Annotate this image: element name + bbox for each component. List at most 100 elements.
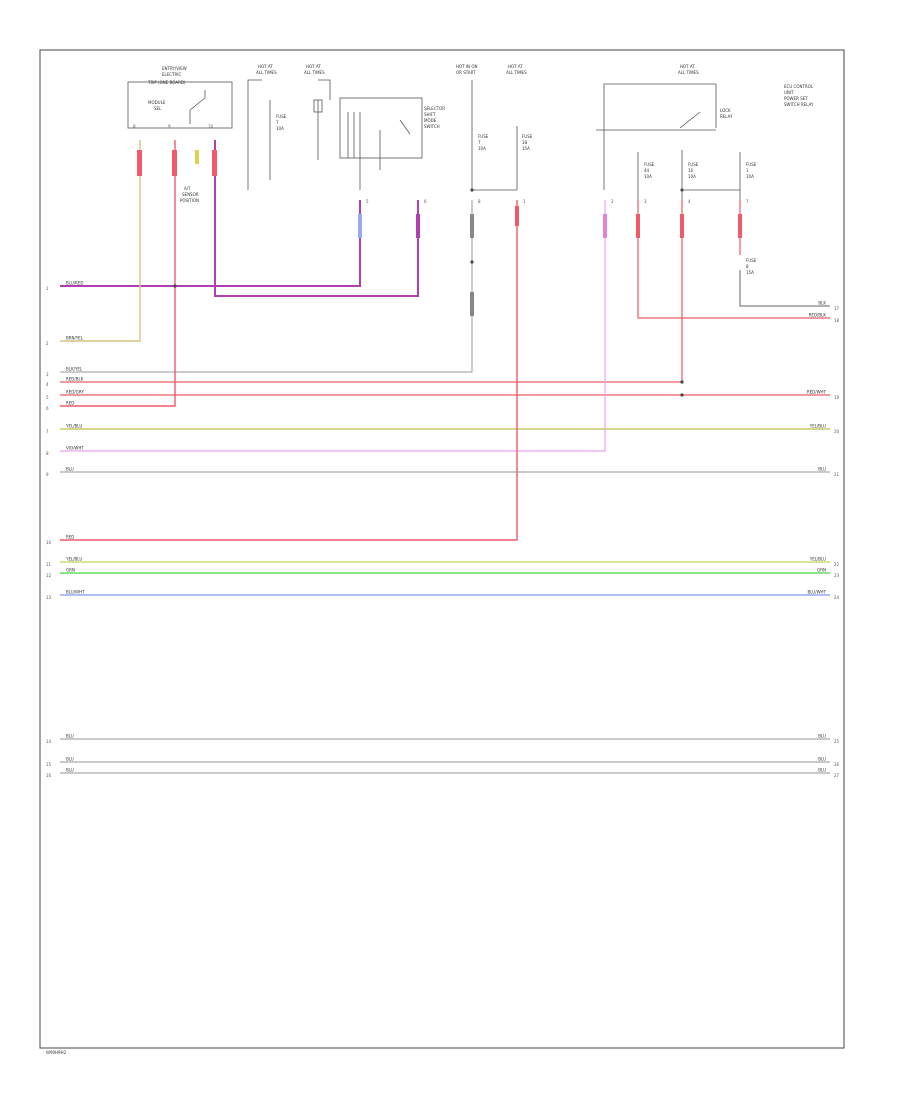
right-wire-color-label: RED/WHT xyxy=(807,390,827,395)
left-wire-color-label: GRN xyxy=(66,568,75,573)
right-wire-color-label: BLK xyxy=(818,301,826,306)
fuse-symbol xyxy=(313,99,323,113)
component-fuse-group-1: HOT AT ALL TIMES HOT AT ALL TIMES FUSE 7… xyxy=(247,64,331,190)
drop-pin-label: 4 xyxy=(688,199,691,204)
right-wire-color-label: YEL/BLU xyxy=(809,424,826,429)
bus-line xyxy=(471,80,518,191)
left-pin-number: 2 xyxy=(46,341,49,346)
fuse-f1-b: 7 xyxy=(276,120,279,125)
stripe-mark xyxy=(416,214,420,238)
fuse-f6-a: FUSE xyxy=(688,162,699,167)
wire-blk-right xyxy=(739,270,830,307)
left-wire-color-label: BLU/RED xyxy=(66,281,83,286)
component-c7-line2: OR START xyxy=(456,70,476,75)
stripe-mark xyxy=(470,292,474,316)
right-wire-labels: BLK17RED/BLK18RED/WHT19YEL/BLU20BLU21YEL… xyxy=(807,301,840,779)
stripe-mark xyxy=(515,206,519,226)
left-pin-number: 6 xyxy=(46,406,49,411)
fuse-f5-a: FUSE xyxy=(644,162,655,167)
diagram-border xyxy=(39,49,845,1049)
component-c2-line1: MODULE xyxy=(148,100,166,105)
drop-pin-label: 2 xyxy=(611,199,614,204)
fuse-f1-c: 10A xyxy=(276,126,284,131)
left-wire-color-label: BRN/YEL xyxy=(66,336,84,341)
wire-red-short xyxy=(60,140,176,407)
right-wire-color-label: BLU xyxy=(818,467,826,472)
left-pin-number: 5 xyxy=(46,395,49,400)
drop-pin-label: 10 xyxy=(208,124,214,129)
drop-pin-label: 9 xyxy=(168,124,171,129)
fuse-f2-c: 10A xyxy=(478,146,486,151)
left-wire-color-label: BLU xyxy=(66,734,74,739)
right-pin-number: 24 xyxy=(834,595,840,600)
selector-lines xyxy=(347,112,411,190)
fuse-f4-b: 8 xyxy=(746,264,749,269)
right-wire-color-label: BLU xyxy=(818,757,826,762)
right-pin-number: 27 xyxy=(834,773,840,778)
component-c10-line2: RELAY xyxy=(720,114,733,119)
drop-pin-label: 7 xyxy=(746,199,749,204)
right-wire-color-label: YEL/BLU xyxy=(809,557,826,562)
stripe-mark xyxy=(137,150,142,176)
fuse-f1-a: FUSE xyxy=(276,114,287,119)
component-c8-line2: ALL TIMES xyxy=(506,70,527,75)
left-wire-color-label: RED/GRY xyxy=(66,390,84,395)
right-pin-number: 18 xyxy=(834,318,840,323)
fuse-f4-a: FUSE xyxy=(746,258,757,263)
right-pin-number: 26 xyxy=(834,762,840,767)
stripe-mark xyxy=(680,214,684,238)
component-c6-line2: SHIFT xyxy=(424,112,436,117)
module-box xyxy=(127,81,233,129)
left-pin-number: 3 xyxy=(46,372,49,377)
component-c5-line2: ALL TIMES xyxy=(304,70,325,75)
component-c10-line1: LOCK xyxy=(720,108,731,113)
fuse-f3-a: FUSE xyxy=(522,134,533,139)
junction-dot xyxy=(680,380,684,384)
right-pin-number: 23 xyxy=(834,573,840,578)
left-wire-color-label: RED/BLK xyxy=(66,377,84,382)
component-fuse-group-2: HOT IN ON OR START HOT AT ALL TIMES FUSE… xyxy=(456,64,533,191)
left-wire-labels: 1 BLU/RED 2 BRN/YEL 3 BLK/YEL 4 RED/BLK 5 RED/GRY… xyxy=(46,281,85,779)
right-pin-number: 22 xyxy=(834,562,840,567)
left-pin-number: 7 xyxy=(46,429,49,434)
left-pin-number: 11 xyxy=(46,562,52,567)
left-pin-number: 15 xyxy=(46,762,52,767)
left-wire-color-label: YEL/BLU xyxy=(65,424,82,429)
fuse-f7-c: 10A xyxy=(746,174,754,179)
junction-dot xyxy=(680,393,684,397)
component-c9-line1: HOT AT xyxy=(680,64,695,69)
left-pin-number: 12 xyxy=(46,573,52,578)
component-c6-line4: SWITCH xyxy=(424,124,440,129)
selector-box xyxy=(339,97,423,159)
left-wire-color-label: BLK/YEL xyxy=(66,367,83,372)
figure-id: W90H9H2 xyxy=(46,1050,67,1055)
left-wire-color-label: VIO/WHT xyxy=(66,446,84,451)
component-c4-line2: ALL TIMES xyxy=(256,70,277,75)
fuse-f7-b: 1 xyxy=(746,168,749,173)
fuse-bus xyxy=(637,150,741,200)
component-c7-line1: HOT IN ON xyxy=(456,64,477,69)
left-pin-number: 4 xyxy=(46,382,49,387)
drop-pin-label: 6 xyxy=(424,199,427,204)
stripe-mark xyxy=(212,150,217,176)
stripe-mark xyxy=(738,214,742,238)
left-pin-number: 1 xyxy=(46,286,49,291)
right-pin-number: 21 xyxy=(834,472,840,477)
component-c6-line3: MODE xyxy=(424,118,437,123)
component-c1-line1: ENTRY/VIEW xyxy=(162,66,187,71)
left-wire-color-label: BLU xyxy=(66,467,74,472)
fuse-f3-b: 18 xyxy=(522,140,528,145)
component-c1-line3: TRIP (ONE BOARD) xyxy=(147,80,186,85)
wire-brn-yel xyxy=(60,140,141,342)
drop-pin-labels: 5 6 8 1 2 3 4 7 8 9 10 xyxy=(133,124,749,204)
wire-blu-red xyxy=(60,200,361,287)
left-pin-number: 14 xyxy=(46,739,52,744)
component-c11-line3: POWER SET xyxy=(784,96,808,101)
wire-blk-yel xyxy=(60,200,473,373)
right-wire-color-label: BLU/WHT xyxy=(808,590,827,595)
left-wire-color-label: RED xyxy=(66,535,74,540)
fuse-f3-c: 15A xyxy=(522,146,530,151)
right-pin-number: 19 xyxy=(834,395,840,400)
wire-red-blk xyxy=(60,200,683,383)
wire-red-right xyxy=(637,200,830,319)
